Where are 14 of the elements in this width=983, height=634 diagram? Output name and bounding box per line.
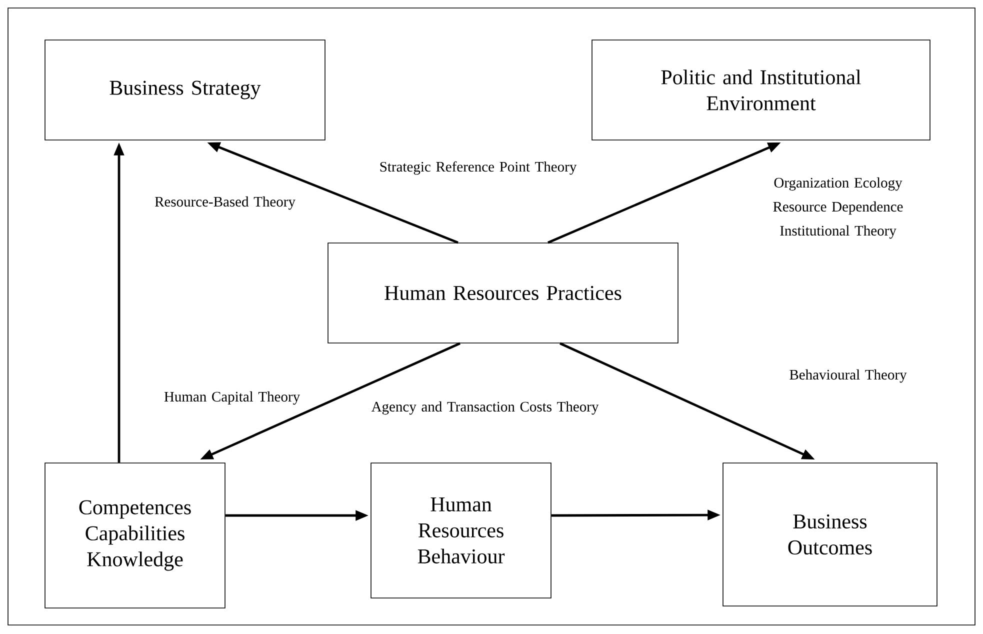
text-box: Business Strategy — [44, 40, 326, 140]
theory-label: Strategic Reference Point Theory — [380, 161, 577, 175]
theory-label: Human Capital Theory — [164, 391, 300, 405]
text-box: Human Resources Behaviour — [370, 462, 552, 598]
theory-label: Resource-Based Theory — [154, 196, 296, 210]
theory-label: Agency and Transaction Costs Theory — [371, 401, 599, 415]
text-box: Human Resources Practices — [328, 242, 678, 344]
theory-label: Institutional Theory — [780, 225, 896, 239]
theory-label: Organization Ecology — [774, 177, 902, 191]
text-box: Politic and Institutional Environment — [592, 40, 930, 140]
theory-label: Resource Dependence — [773, 201, 903, 215]
text-box: Business Outcomes — [722, 462, 938, 606]
theory-label: Behavioural Theory — [790, 369, 907, 383]
text-box: Competences Capabilities Knowledge — [44, 462, 226, 608]
